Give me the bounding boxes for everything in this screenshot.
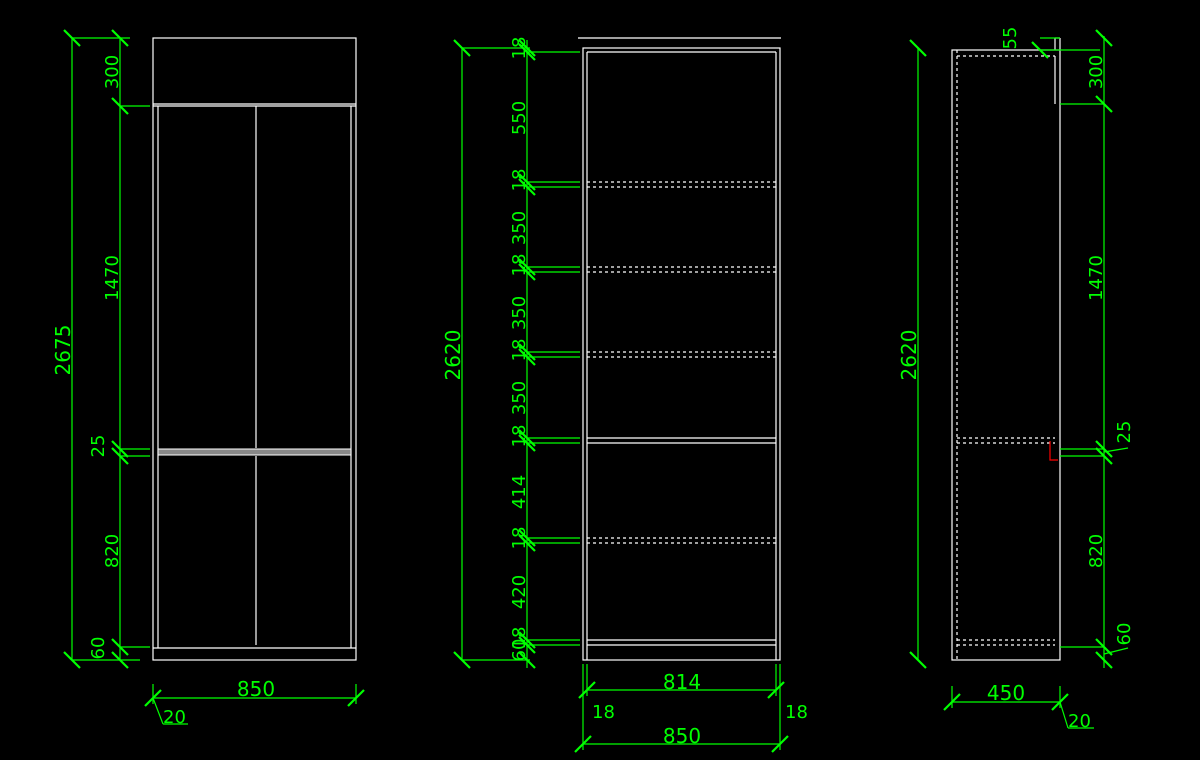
front-tick bbox=[63, 651, 81, 669]
section-tick bbox=[578, 681, 596, 699]
section-side-right: 18 bbox=[785, 702, 808, 723]
section-seg-7: 18 bbox=[509, 339, 530, 362]
section-tick bbox=[453, 651, 471, 669]
section-seg-3: 18 bbox=[509, 169, 530, 192]
section-tick bbox=[767, 681, 785, 699]
section-seg-11: 18 bbox=[509, 527, 530, 550]
section-ticks bbox=[518, 39, 580, 669]
section-tick bbox=[518, 434, 536, 452]
side-seg-3: 25 bbox=[1114, 421, 1135, 444]
section-tick bbox=[518, 178, 536, 196]
front-seg-2: 1470 bbox=[102, 255, 123, 301]
section-seg-9: 18 bbox=[509, 425, 530, 448]
front-width: 850 bbox=[237, 677, 275, 701]
section-inner-width: 814 bbox=[663, 670, 701, 694]
side-seg-5: 60 bbox=[1114, 623, 1135, 646]
section-tick bbox=[518, 631, 536, 649]
section-tick bbox=[518, 636, 536, 654]
side-leader bbox=[1103, 447, 1129, 453]
side-cabinet-outline bbox=[951, 49, 1061, 661]
section-tick bbox=[518, 348, 536, 366]
front-leader bbox=[152, 697, 164, 725]
side-offset: 20 bbox=[1068, 711, 1091, 732]
side-tick bbox=[1095, 440, 1113, 458]
section-tick bbox=[518, 43, 536, 61]
section-seg-10: 414 bbox=[509, 475, 530, 509]
section-tick bbox=[518, 173, 536, 191]
side-tick bbox=[943, 693, 961, 711]
section-seg-12: 420 bbox=[509, 575, 530, 609]
side-top-offset: 55 bbox=[1000, 27, 1021, 50]
section-tick bbox=[518, 263, 536, 281]
section-seg-2: 550 bbox=[509, 101, 530, 135]
side-view: 2620 55 300 1470 25 820 60 450 20 bbox=[897, 27, 1135, 732]
section-seg-1: 18 bbox=[509, 37, 530, 60]
section-view: 2620 bbox=[441, 37, 808, 753]
side-leader bbox=[1103, 647, 1129, 655]
front-seg-5: 60 bbox=[88, 637, 109, 660]
section-tick bbox=[453, 39, 471, 57]
section-side-left: 18 bbox=[592, 702, 615, 723]
side-tick bbox=[1095, 95, 1113, 113]
section-tick bbox=[771, 735, 789, 753]
side-tick bbox=[909, 39, 927, 57]
section-seg-14: 60 bbox=[509, 639, 530, 662]
front-seg-4: 820 bbox=[102, 534, 123, 568]
front-view: 2675 300 1470 25 820 60 850 20 bbox=[51, 29, 365, 728]
side-leader bbox=[1059, 701, 1069, 729]
front-tick bbox=[111, 447, 129, 465]
front-tick bbox=[63, 29, 81, 47]
front-seg-1: 300 bbox=[102, 55, 123, 89]
side-depth: 450 bbox=[987, 681, 1025, 705]
section-seg-5: 18 bbox=[509, 254, 530, 277]
front-middle-rail bbox=[157, 448, 352, 456]
side-tick bbox=[1095, 29, 1113, 47]
side-seg-4: 820 bbox=[1086, 534, 1107, 568]
section-tick bbox=[518, 343, 536, 361]
side-tick bbox=[909, 651, 927, 669]
front-seg-3: 25 bbox=[88, 435, 109, 458]
side-overall-height: 2620 bbox=[897, 330, 921, 381]
front-tick bbox=[347, 689, 365, 707]
side-handle-marker bbox=[1049, 441, 1058, 461]
front-cabinet-outline bbox=[152, 37, 357, 661]
side-tick bbox=[1095, 447, 1113, 465]
section-tick bbox=[518, 534, 536, 552]
side-tick bbox=[1031, 41, 1049, 59]
front-tick bbox=[111, 97, 129, 115]
section-tick bbox=[518, 258, 536, 276]
section-overall-height: 2620 bbox=[441, 330, 465, 381]
side-seg-1: 300 bbox=[1086, 55, 1107, 89]
section-seg-8: 350 bbox=[509, 381, 530, 415]
section-seg-13: 18 bbox=[509, 627, 530, 650]
front-tick bbox=[111, 440, 129, 458]
section-tick bbox=[518, 39, 536, 57]
section-seg-4: 350 bbox=[509, 211, 530, 245]
section-tick bbox=[518, 429, 536, 447]
front-tick bbox=[111, 651, 129, 669]
side-tick bbox=[1095, 651, 1113, 669]
front-tick bbox=[111, 29, 129, 47]
front-offset: 20 bbox=[163, 707, 186, 728]
front-overall-height: 2675 bbox=[51, 325, 75, 376]
section-outer-width: 850 bbox=[663, 724, 701, 748]
front-tick bbox=[111, 638, 129, 656]
section-tick bbox=[518, 651, 536, 669]
section-cabinet-outline bbox=[582, 47, 781, 661]
section-tick bbox=[574, 735, 592, 753]
section-seg-6: 350 bbox=[509, 296, 530, 330]
side-seg-2: 1470 bbox=[1086, 255, 1107, 301]
section-tick bbox=[518, 529, 536, 547]
